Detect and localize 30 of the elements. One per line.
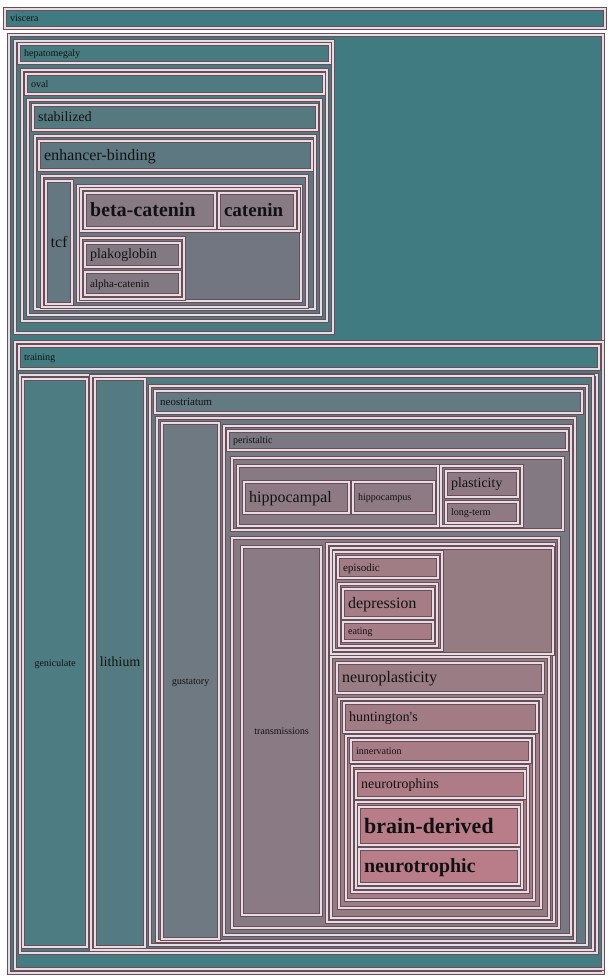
term-box: hippocampal (243, 481, 350, 514)
term-box: transmissions (241, 546, 322, 916)
term-box: brain-derived (358, 806, 520, 846)
term-box: beta-catenin (84, 192, 216, 229)
term-box: enhancer-binding (38, 140, 313, 171)
term-box: eating (342, 621, 434, 642)
term-box: gustatory (161, 422, 220, 940)
term-box: lithium (94, 378, 146, 948)
term-box: depression (342, 588, 434, 619)
term-box: neuroplasticity (336, 662, 544, 694)
term-box: training (18, 345, 600, 370)
term-box: episodic (337, 556, 439, 579)
term-box: stabilized (32, 104, 318, 131)
term-box: neostriatum (154, 390, 583, 414)
term-box: neurotrophic (358, 848, 520, 885)
term-box: oval (25, 73, 325, 95)
term-box: huntington's (343, 702, 538, 733)
term-box: peristaltic (227, 430, 568, 451)
term-box: hepatomegaly (18, 43, 331, 64)
term-box: long-term (445, 501, 519, 524)
term-box: plakoglobin (84, 242, 181, 268)
term-box: hippocampus (352, 481, 435, 514)
term-box: catenin (218, 192, 296, 229)
term-box: plasticity (445, 470, 519, 498)
term-box: neurotrophins (355, 770, 526, 799)
term-box: tcf (45, 180, 73, 305)
term-box: alpha-catenin (84, 271, 181, 296)
term-box: viscera (4, 8, 606, 29)
term-box: innervation (350, 739, 531, 763)
term-box: geniculate (22, 378, 88, 948)
